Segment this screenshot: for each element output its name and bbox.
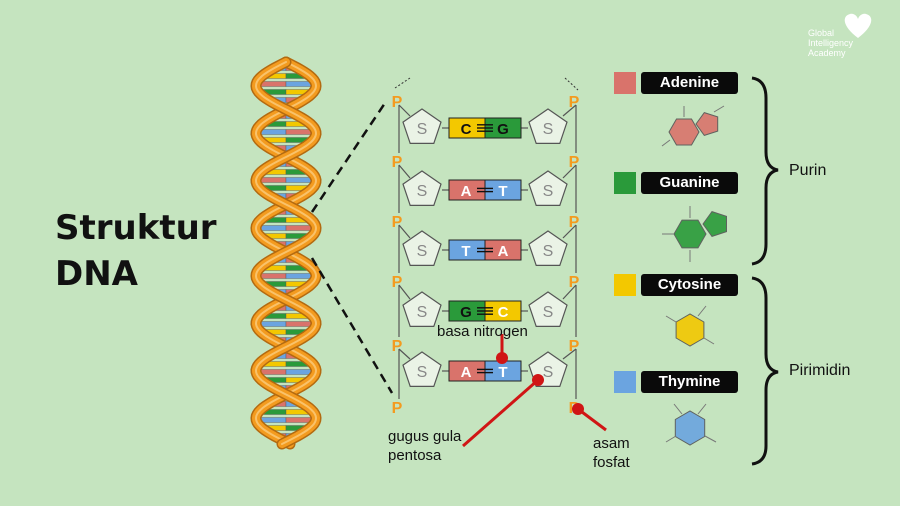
brand-name: Global Intelligency Academy [808,28,853,58]
strand-end-left [394,77,411,89]
base-right-letter-3: C [498,304,509,321]
sugar-left-3-letter: S [417,304,428,321]
phosphate-left-1: P [392,154,403,171]
sugar-left-2 [402,230,442,266]
base-right-letter-0: G [497,121,509,138]
base-left-letter-4: A [461,364,472,381]
guanine-ring-5 [702,211,727,237]
nitrogen-base-pointer [496,334,508,364]
sugar-pointer [462,374,544,448]
dna-ladder: PPPPPPPPPPPPSSCGSSATSSTASSGCSSAT [392,94,580,417]
base-left-letter-3: G [460,304,472,321]
sugar-right-0 [528,108,568,144]
sugar-right-0-letter: S [543,121,554,138]
phosphate-right-3: P [569,274,580,291]
molecule-structures [661,105,727,446]
phosphate-pointer [572,403,607,432]
adenine-label: Adenine [641,72,738,94]
base-right-letter-1: T [498,183,507,200]
title-line-1: Struktur [55,208,217,248]
strand-end-right [564,77,579,91]
base-right-letter-4: T [498,364,507,381]
phosphate-right-2: P [569,214,580,231]
cytosine-ring [675,313,705,347]
phosphate-left-0: P [392,94,403,111]
sugar-right-1 [528,170,568,206]
adenine-ring-5 [695,112,719,136]
sugar-left-4-letter: S [417,364,428,381]
pyrimidine-group-label: Pirimidin [789,362,851,379]
base-right-2 [484,239,522,261]
base-left-letter-2: T [461,243,470,260]
phosphate-left-3: P [392,274,403,291]
pyrimidine-brace [751,276,779,466]
sugar-left-0-letter: S [417,121,428,138]
phosphate-left-2: P [392,214,403,231]
phosphate-right-1: P [569,154,580,171]
sugar-label: gugus gula pentosa [388,427,461,465]
sugar-right-3 [528,291,568,327]
adenine-ring-6 [668,118,700,146]
guanine-ring-6 [673,219,707,249]
sugar-left-2-letter: S [417,243,428,260]
dna-double-helix [250,56,322,450]
thymine-ring [674,410,706,446]
phosphate-right-4: P [569,338,580,355]
sugar-right-4-letter: S [543,364,554,381]
sugar-label-line-2: pentosa [388,447,442,464]
zoom-connector-top [310,102,387,213]
purine-group-label: Purin [789,162,827,179]
phosphate-label: asam fosfat [593,434,630,472]
brand-line-3: Academy [808,48,846,58]
cytosine-swatch [614,274,636,296]
base-right-1 [484,179,522,201]
guanine-swatch [614,172,636,194]
guanine-label: Guanine [641,172,738,194]
heart-icon [844,13,872,38]
page-title: Struktur DNA [55,205,217,297]
purine-brace [751,76,779,266]
thymine-swatch [614,371,636,393]
base-left-letter-1: A [461,183,472,200]
sugar-label-line-1: gugus gula [388,428,462,445]
phosphate-label-line-1: asam [593,435,630,452]
cytosine-label: Cytosine [641,274,738,296]
thymine-label: Thymine [641,371,738,393]
brand-line-1: Global [808,28,835,38]
sugar-right-2 [528,230,568,266]
adenine-swatch [614,72,636,94]
sugar-right-1-letter: S [543,183,554,200]
sugar-left-0 [402,108,442,144]
sugar-left-1 [402,170,442,206]
phosphate-left-4: P [392,338,403,355]
phosphate-right-0: P [569,94,580,111]
phosphate-label-line-2: fosfat [593,454,630,471]
sugar-right-2-letter: S [543,243,554,260]
base-right-letter-2: A [498,243,509,260]
zoom-connector-bottom [310,257,394,394]
title-line-2: DNA [55,254,138,294]
sugar-left-1-letter: S [417,183,428,200]
base-left-letter-0: C [461,121,472,138]
sugar-left-3 [402,291,442,327]
sugar-right-3-letter: S [543,304,554,321]
nitrogen-base-label: basa nitrogen [437,323,528,340]
sugar-left-4 [402,351,442,387]
phosphate-left-5: P [392,400,403,417]
brand-line-2: Intelligency [808,38,854,48]
